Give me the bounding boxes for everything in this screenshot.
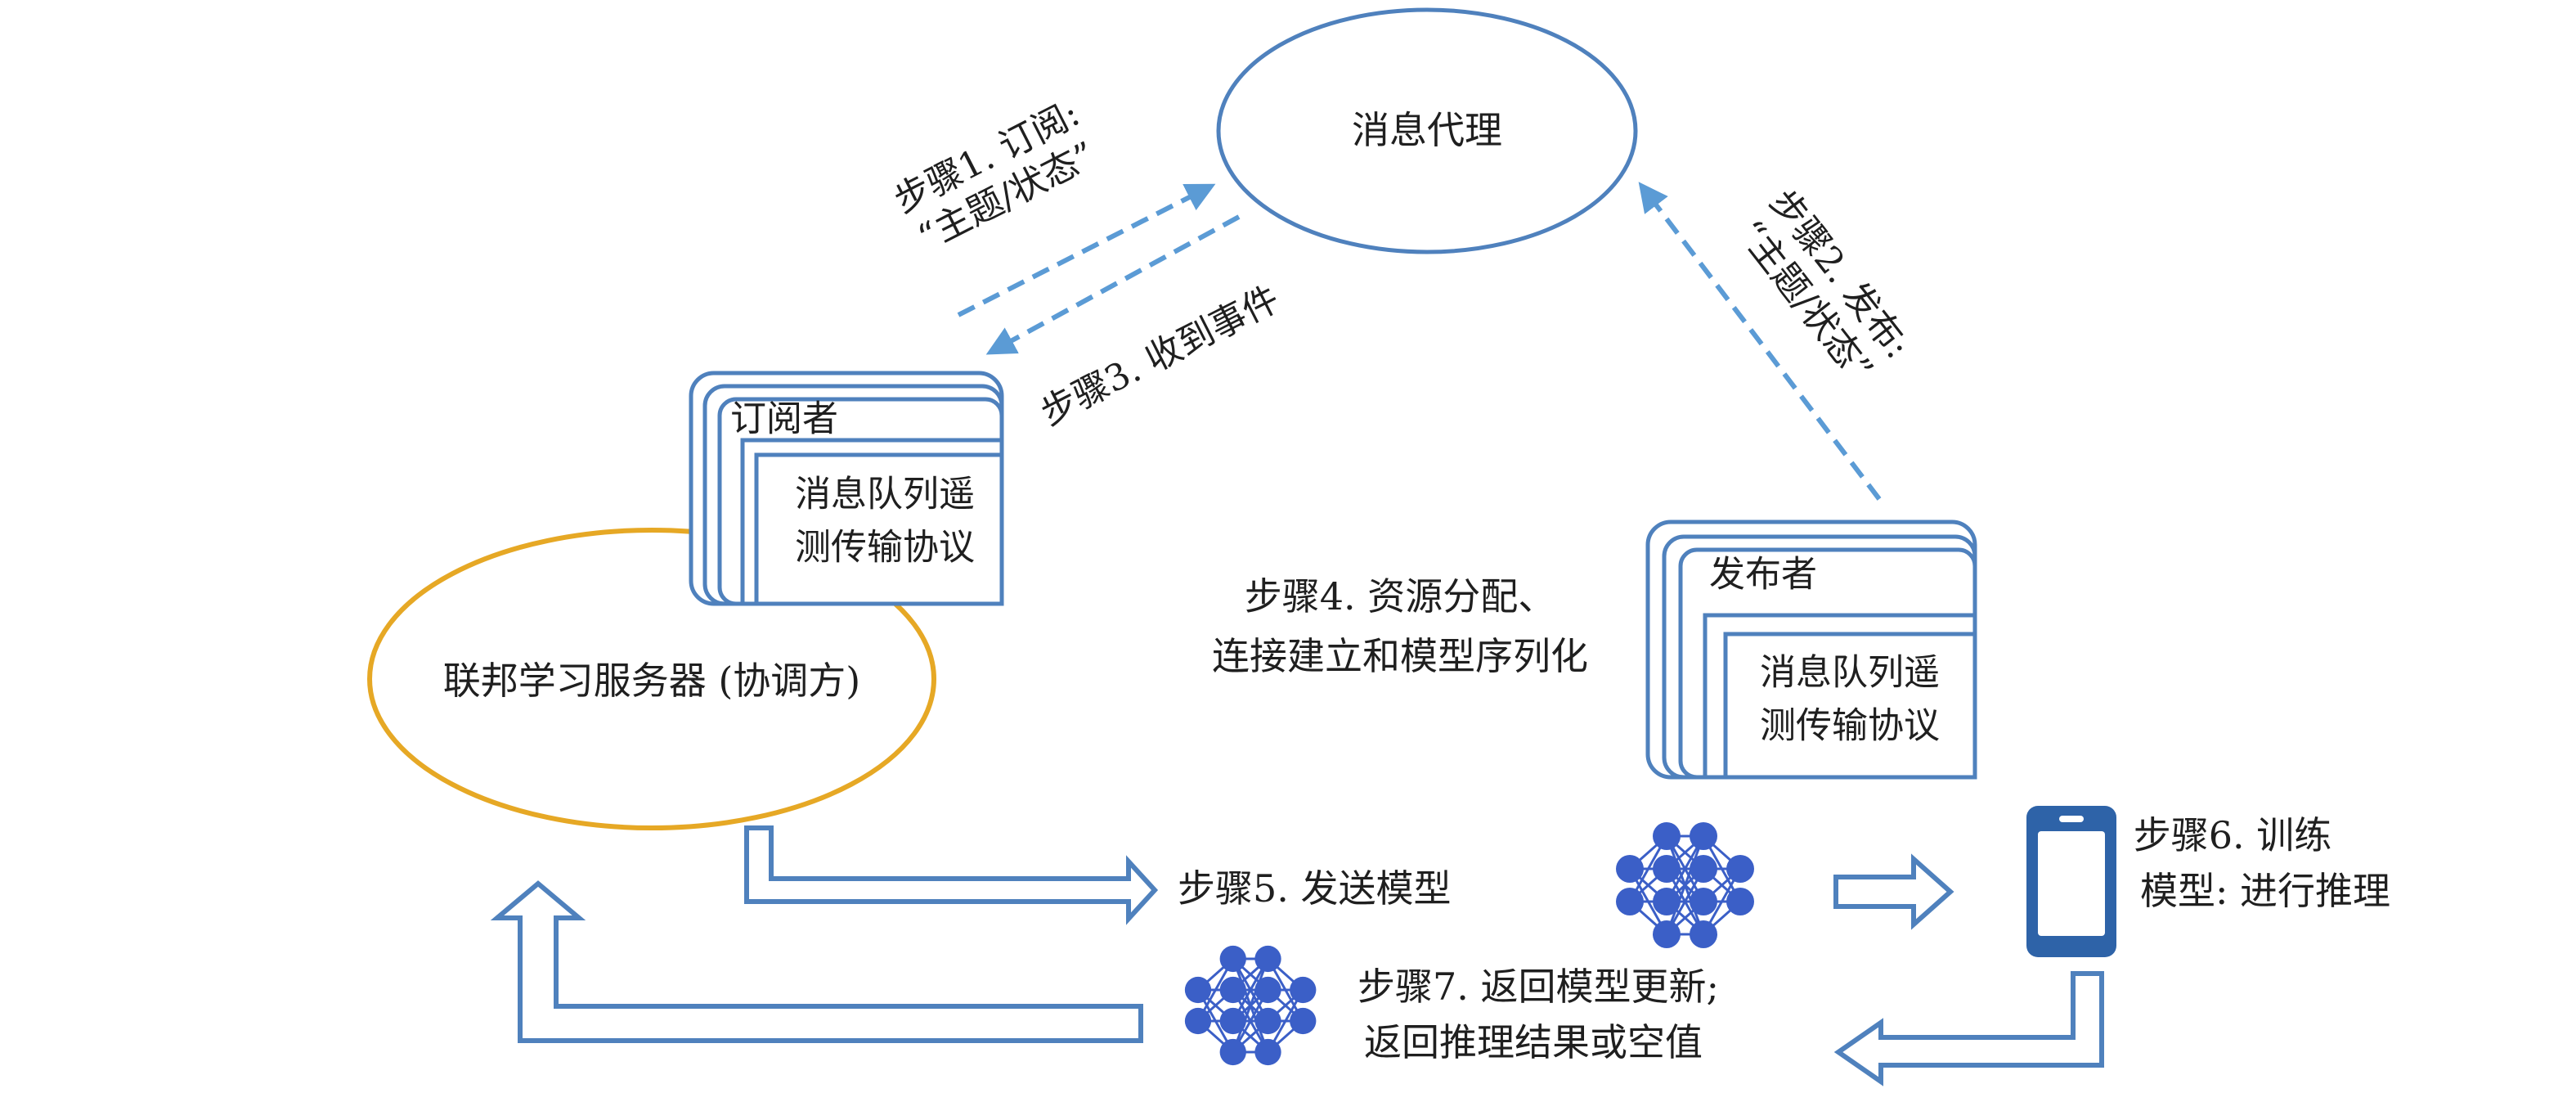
nn-node: [1726, 888, 1754, 915]
subscriber-title: 订阅者: [730, 398, 838, 440]
publisher-box: 发布者 消息队列遥 测传输协议: [1645, 520, 1977, 780]
nn-node: [1653, 822, 1681, 850]
step1-label: 步骤1. 订阅: “主题/状态”: [887, 92, 1102, 259]
step3-label: 步骤3. 收到事件: [1034, 278, 1286, 434]
deliver-arrow: [1833, 853, 1954, 930]
send-model-arrow: [744, 825, 1159, 925]
publisher-protocol-line1: 消息队列遥: [1760, 652, 1940, 694]
nn-node: [1219, 945, 1246, 973]
subscribe-arrow: [957, 183, 1216, 317]
step2-label: 步骤2. 发布: “主题/状态”: [1730, 182, 1919, 390]
step5-label: 步骤5. 发送模型: [1178, 866, 1452, 911]
return-update-arrow: [490, 880, 1143, 1043]
step7-line1: 步骤7. 返回模型更新;: [1358, 965, 1719, 1009]
nn-node: [1254, 1038, 1281, 1066]
nn-node: [1690, 822, 1717, 850]
publisher-protocol-line2: 测传输协议: [1760, 705, 1940, 747]
broker-label: 消息代理: [1352, 108, 1502, 152]
nn-node: [1690, 920, 1717, 948]
nn-edge: [1232, 958, 1269, 1053]
nn-node: [1616, 888, 1644, 915]
nn-node: [1653, 920, 1681, 948]
step7-line2: 返回推理结果或空值: [1364, 1020, 1703, 1064]
nn-node: [1254, 1007, 1281, 1035]
nn-node: [1290, 1007, 1317, 1035]
subscriber-protocol-line2: 测传输协议: [795, 527, 975, 569]
phone-return-arrow: [1833, 971, 2104, 1086]
step6-line1: 步骤6. 训练: [2134, 813, 2332, 857]
nn-node: [1690, 888, 1717, 915]
fl-server: 联邦学习服务器 (协调方): [367, 528, 936, 830]
nn-node: [1653, 855, 1681, 883]
nn-node: [1219, 1038, 1246, 1066]
smartphone-icon: [2026, 806, 2116, 957]
neural-network-icon: [1616, 822, 1754, 948]
subscriber-box: 订阅者 消息队列遥 测传输协议: [689, 371, 1004, 606]
event-arrow: [985, 214, 1241, 355]
step4-line2: 连接建立和模型序列化: [1212, 634, 1588, 678]
nn-node: [1219, 976, 1246, 1004]
nn-node: [1290, 976, 1317, 1004]
nn-node: [1653, 888, 1681, 915]
nn-edge: [1665, 835, 1705, 935]
nn-node: [1254, 945, 1281, 973]
nn-node: [1254, 976, 1281, 1004]
neural-network-icon: [1184, 945, 1317, 1066]
nn-node: [1616, 855, 1644, 883]
publisher-title: 发布者: [1709, 554, 1817, 596]
step6-line2: 模型: 进行推理: [2140, 869, 2390, 913]
server-label: 联邦学习服务器 (协调方): [443, 659, 861, 703]
nn-node: [1726, 855, 1754, 883]
nn-node: [1690, 855, 1717, 883]
message-broker: 消息代理: [1216, 7, 1638, 254]
publish-arrow: [1638, 182, 1882, 501]
step4-line1: 步骤4. 资源分配、: [1245, 574, 1556, 618]
nn-node: [1184, 1007, 1212, 1035]
nn-node: [1219, 1007, 1246, 1035]
nn-node: [1184, 976, 1212, 1004]
subscriber-protocol-line1: 消息队列遥: [795, 474, 975, 515]
